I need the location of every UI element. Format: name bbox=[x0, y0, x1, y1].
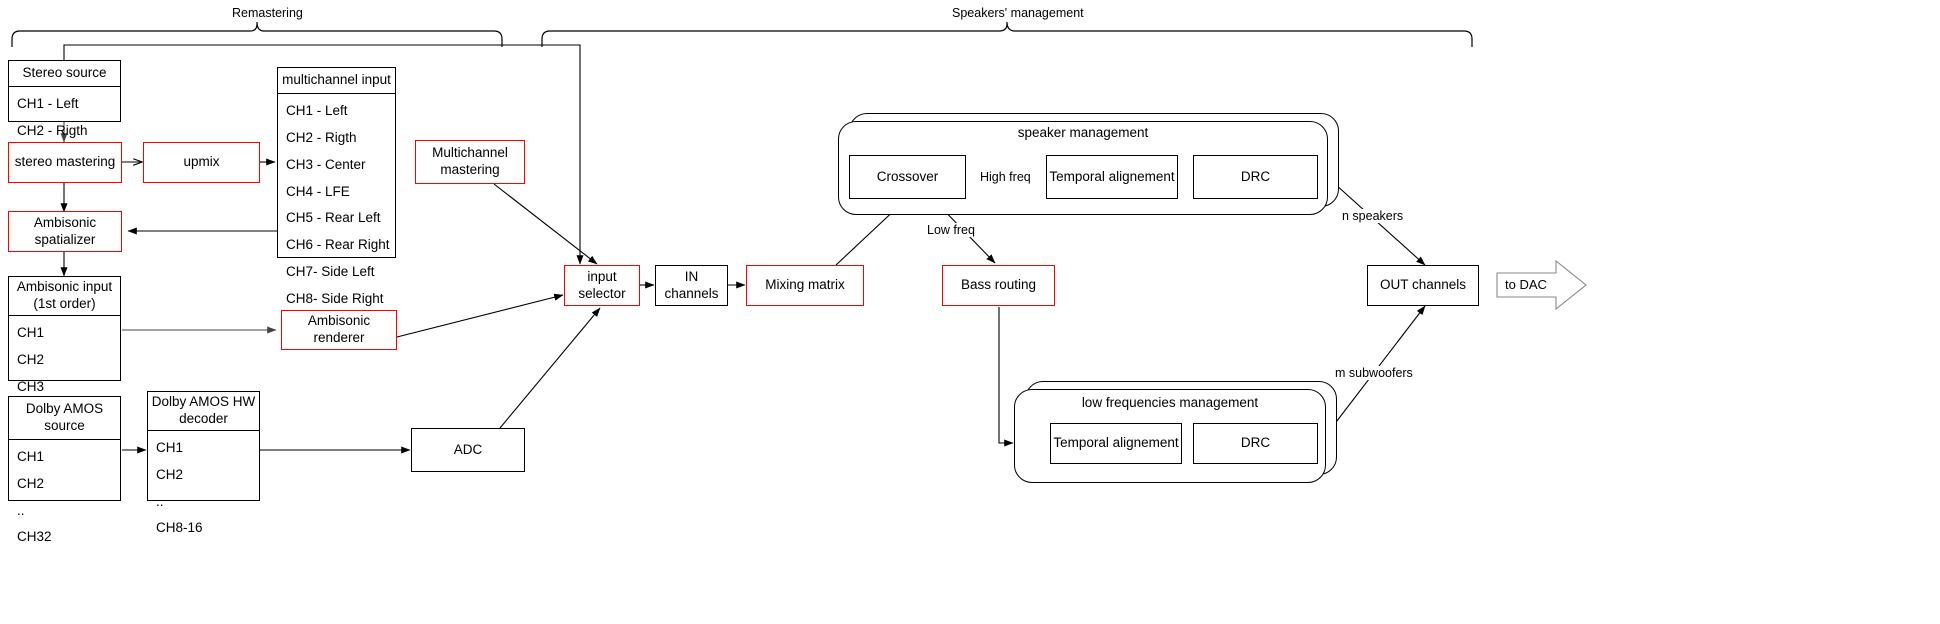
brace-label-remastering: Remastering bbox=[232, 6, 303, 20]
block-label: Ambisonic spatializer bbox=[33, 214, 97, 247]
dolby-amos-hw-decoder-rows: CH1 CH2 .. CH8-16 bbox=[148, 431, 259, 545]
block-multichannel-mastering[interactable]: Multichannel mastering bbox=[415, 140, 525, 184]
block-out-channels[interactable]: OUT channels bbox=[1367, 265, 1479, 306]
dolby-amos-source-rows: CH1 CH2 .. CH32 bbox=[9, 440, 120, 554]
group-label-low-frequencies-management: low frequencies management bbox=[1081, 395, 1259, 410]
block-bass-routing[interactable]: Bass routing bbox=[942, 265, 1055, 306]
multichannel-input-rows: CH1 - Left CH2 - Rigth CH3 - Center CH4 … bbox=[278, 94, 395, 315]
block-stereo-mastering[interactable]: stereo mastering bbox=[8, 142, 122, 183]
block-upmix[interactable]: upmix bbox=[143, 142, 260, 183]
block-label-line2: mastering bbox=[440, 162, 500, 177]
list-item: CH8- Side Right bbox=[286, 291, 384, 306]
list-item: .. bbox=[156, 493, 164, 509]
block-label-line1: Multichannel bbox=[432, 145, 508, 161]
block-crossover[interactable]: Crossover bbox=[849, 155, 966, 199]
dolby-amos-hw-decoder-table: Dolby AMOS HW decoder CH1 CH2 .. CH8-16 bbox=[147, 391, 260, 535]
block-input-selector[interactable]: input selector bbox=[564, 265, 640, 306]
dolby-amos-source-table: Dolby AMOS source CH1 CH2 .. CH32 bbox=[8, 396, 121, 544]
multichannel-input-table: multichannel input CH1 - Left CH2 - Rigt… bbox=[277, 67, 396, 306]
block-temporal-alignement-low[interactable]: Temporal alignement bbox=[1050, 423, 1182, 464]
block-label: Temporal alignement bbox=[1053, 435, 1179, 451]
block-label: Crossover bbox=[876, 168, 939, 184]
block-in-channels[interactable]: IN channels bbox=[655, 265, 728, 306]
block-label: Temporal alignement bbox=[1049, 168, 1175, 184]
dolby-amos-source-header: Dolby AMOS source bbox=[9, 397, 120, 440]
list-item: CH1 bbox=[156, 439, 184, 455]
list-item: CH6 - Rear Right bbox=[286, 237, 390, 253]
ambisonic-input-header-line2: (1st order) bbox=[33, 295, 96, 311]
list-item: CH2 bbox=[17, 351, 45, 367]
list-item: CH4 - LFE bbox=[286, 183, 350, 199]
block-drc-high[interactable]: DRC bbox=[1193, 155, 1318, 199]
list-item: CH2 - Rigth bbox=[17, 122, 88, 138]
ambisonic-input-header-line1: Ambisonic input bbox=[16, 279, 113, 294]
block-label: Ambisonic renderer bbox=[307, 313, 371, 345]
block-label: IN channels bbox=[664, 268, 719, 301]
ambisonic-input-header: Ambisonic input (1st order) bbox=[9, 277, 120, 316]
block-label: DRC bbox=[1240, 435, 1271, 451]
dolby-amos-hw-decoder-header-line2: decoder bbox=[179, 410, 228, 426]
block-ambisonic-renderer[interactable]: Ambisonic renderer bbox=[281, 310, 397, 350]
block-label: DRC bbox=[1240, 168, 1271, 184]
stereo-source-header: Stereo source bbox=[9, 61, 120, 87]
list-item: CH7- Side Left bbox=[286, 264, 375, 280]
list-item: CH2 - Rigth bbox=[286, 129, 357, 145]
edge-label-n-speakers: n speakers bbox=[1340, 209, 1406, 223]
to-dac-label: to DAC bbox=[1505, 277, 1547, 292]
multichannel-input-header: multichannel input bbox=[278, 68, 395, 94]
list-item: .. bbox=[17, 502, 25, 518]
ambisonic-input-table: Ambisonic input (1st order) CH1 CH2 CH3 … bbox=[8, 276, 121, 420]
list-item: CH3 bbox=[17, 378, 45, 394]
block-label: stereo mastering bbox=[14, 154, 116, 170]
list-item: CH1 - Left bbox=[286, 102, 348, 118]
list-item: CH1 - Left bbox=[17, 95, 79, 111]
block-adc[interactable]: ADC bbox=[411, 428, 525, 472]
block-label: input selector bbox=[578, 268, 626, 301]
dolby-amos-hw-decoder-header: Dolby AMOS HW decoder bbox=[148, 392, 259, 431]
group-label-speaker-management: speaker management bbox=[1017, 125, 1149, 140]
block-label: OUT channels bbox=[1379, 277, 1467, 293]
block-drc-low[interactable]: DRC bbox=[1193, 423, 1318, 464]
block-mixing-matrix[interactable]: Mixing matrix bbox=[746, 265, 864, 306]
block-label: Mixing matrix bbox=[765, 277, 845, 293]
stereo-source-table: Stereo source CH1 - Left CH2 - Rigth bbox=[8, 60, 121, 138]
list-item: CH5 - Rear Left bbox=[286, 210, 381, 226]
block-label: ADC bbox=[453, 441, 483, 457]
stereo-source-rows: CH1 - Left CH2 - Rigth bbox=[9, 87, 120, 147]
block-temporal-alignement-high[interactable]: Temporal alignement bbox=[1046, 155, 1178, 199]
list-item: CH1 bbox=[17, 324, 45, 340]
list-item: CH2 bbox=[156, 466, 184, 482]
brace-label-speakers-management: Speakers' management bbox=[952, 6, 1084, 20]
block-label: upmix bbox=[183, 154, 220, 170]
list-item: CH8-16 bbox=[156, 520, 203, 536]
edge-label-high-freq: High freq bbox=[978, 170, 1033, 184]
edge-label-m-subwoofers: m subwoofers bbox=[1333, 366, 1415, 380]
list-item: CH2 bbox=[17, 475, 45, 491]
list-item: CH1 bbox=[17, 448, 45, 464]
list-item: CH32 bbox=[17, 529, 52, 545]
dolby-amos-hw-decoder-header-line1: Dolby AMOS HW bbox=[151, 394, 256, 409]
list-item: CH3 - Center bbox=[286, 156, 366, 172]
block-ambisonic-spatializer[interactable]: Ambisonic spatializer bbox=[8, 211, 122, 252]
block-label: Bass routing bbox=[960, 277, 1037, 293]
edge-label-low-freq: Low freq bbox=[925, 223, 977, 237]
